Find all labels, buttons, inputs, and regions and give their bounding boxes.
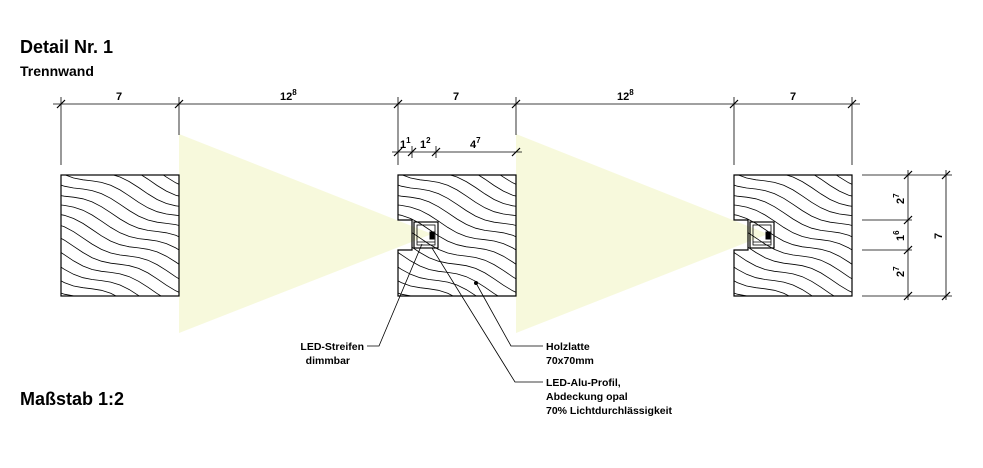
- dimension-chain-right: [862, 170, 952, 301]
- dimension-labels-middle: 11 12 47: [400, 136, 481, 151]
- svg-text:70x70mm: 70x70mm: [546, 355, 594, 367]
- wood-grain-middle: [392, 32, 522, 296]
- led-alu-profile-right: [749, 221, 775, 249]
- dim-mid-1: 11: [400, 136, 411, 151]
- drawing-subtitle: Trennwand: [20, 63, 94, 79]
- wood-grain-line: [734, 182, 852, 228]
- wood-grain-line: [398, 277, 516, 296]
- dim-top-3: 7: [453, 91, 459, 103]
- wood-grain-line: [734, 248, 852, 296]
- dim-right-2: 16: [892, 230, 907, 241]
- dimension-chain-top: [53, 97, 860, 165]
- wood-grain-line: [398, 262, 516, 296]
- leader-alu-profile: [431, 247, 543, 383]
- wood-grain-line: [734, 175, 852, 208]
- wood-grain-line: [734, 213, 852, 269]
- wood-grain-line: [734, 175, 852, 198]
- wood-grain-line: [734, 175, 852, 217]
- wood-grain-line: [55, 106, 185, 161]
- wood-batten-right: [733, 174, 853, 297]
- wood-grain-line: [61, 280, 117, 296]
- wood-grain-line: [728, 116, 858, 175]
- wood-grain-line: [392, 32, 522, 89]
- wood-grain-line: [398, 175, 516, 217]
- annotation-led-strip: LED-Streifen dimmbar: [300, 341, 364, 367]
- light-cone-right: [516, 134, 768, 333]
- wood-grain-line: [61, 237, 179, 293]
- leader-led-strip: [367, 243, 423, 347]
- light-cones: [179, 134, 768, 333]
- dim-top-2: 128: [280, 88, 297, 103]
- drawing-title: Detail Nr. 1: [20, 37, 114, 57]
- svg-text:LED-Alu-Profil,: LED-Alu-Profil,: [546, 377, 621, 389]
- dim-top-1: 7: [116, 91, 122, 103]
- wood-grain-line: [392, 116, 522, 175]
- leader-lines: [367, 243, 543, 383]
- svg-text:Holzlatte: Holzlatte: [546, 341, 590, 353]
- wood-grain-line: [64, 175, 179, 217]
- wood-grain-line: [61, 252, 162, 296]
- dim-top-4: 128: [617, 88, 634, 103]
- wood-grain-line: [398, 203, 516, 255]
- wood-grain-line: [734, 277, 852, 296]
- wood-grain-line: [61, 184, 179, 226]
- svg-text:LED-Streifen: LED-Streifen: [300, 341, 364, 353]
- wood-grain-line: [61, 214, 179, 265]
- dim-top-5: 7: [790, 91, 796, 103]
- wood-grain-line: [61, 204, 179, 251]
- wood-grain-line: [398, 248, 516, 296]
- wood-grain-line: [111, 175, 179, 207]
- wood-grain-line: [734, 194, 852, 240]
- wood-grain-line: [728, 106, 858, 161]
- light-cone-left: [179, 134, 432, 333]
- scale-label: Maßstab 1:2: [20, 389, 125, 409]
- wood-grain-line: [61, 225, 179, 280]
- wood-grain-line: [728, 32, 858, 89]
- annotation-alu-profile: LED-Alu-Profil, Abdeckung opal 70% Licht…: [546, 377, 673, 417]
- wood-grain-left: [55, 32, 185, 296]
- wood-grain-line: [398, 175, 516, 198]
- svg-text:Abdeckung opal: Abdeckung opal: [546, 391, 628, 403]
- wood-grain-line: [398, 213, 516, 269]
- wood-batten-left: [60, 174, 180, 297]
- dimension-labels-top: 7 128 7 128 7: [116, 88, 796, 103]
- annotation-wood-batten: Holzlatte 70x70mm: [546, 341, 594, 367]
- wood-grain-line: [55, 116, 185, 175]
- wood-grain-line: [398, 194, 516, 240]
- svg-text:dimmbar: dimmbar: [306, 355, 350, 367]
- dim-right-1: 27: [892, 193, 907, 204]
- wood-grain-line: [398, 290, 516, 296]
- dim-mid-3: 47: [470, 136, 481, 151]
- wood-grain-right: [728, 32, 858, 296]
- wood-grain-line: [61, 292, 78, 296]
- wood-grain-line: [61, 266, 140, 296]
- dimension-labels-right: 27 16 27 7: [892, 193, 945, 277]
- dim-right-3: 27: [892, 266, 907, 277]
- leader-wood-batten: [475, 282, 543, 347]
- wood-grain-line: [61, 195, 179, 238]
- wood-grain-line: [398, 175, 516, 208]
- wood-grain-line: [398, 182, 516, 228]
- wood-grain-line: [734, 203, 852, 255]
- dim-right-total: 7: [933, 233, 945, 239]
- dim-mid-2: 12: [420, 136, 431, 151]
- svg-text:70% Lichtdurchlässigkeit: 70% Lichtdurchlässigkeit: [546, 405, 673, 417]
- led-alu-profile-middle: [413, 221, 439, 249]
- wood-batten-middle: [397, 174, 517, 297]
- wood-grain-line: [734, 290, 852, 296]
- wood-grain-line: [734, 262, 852, 296]
- wood-grain-line: [140, 175, 179, 197]
- wood-grain-line: [55, 32, 185, 89]
- dimension-chain-middle: [392, 146, 522, 158]
